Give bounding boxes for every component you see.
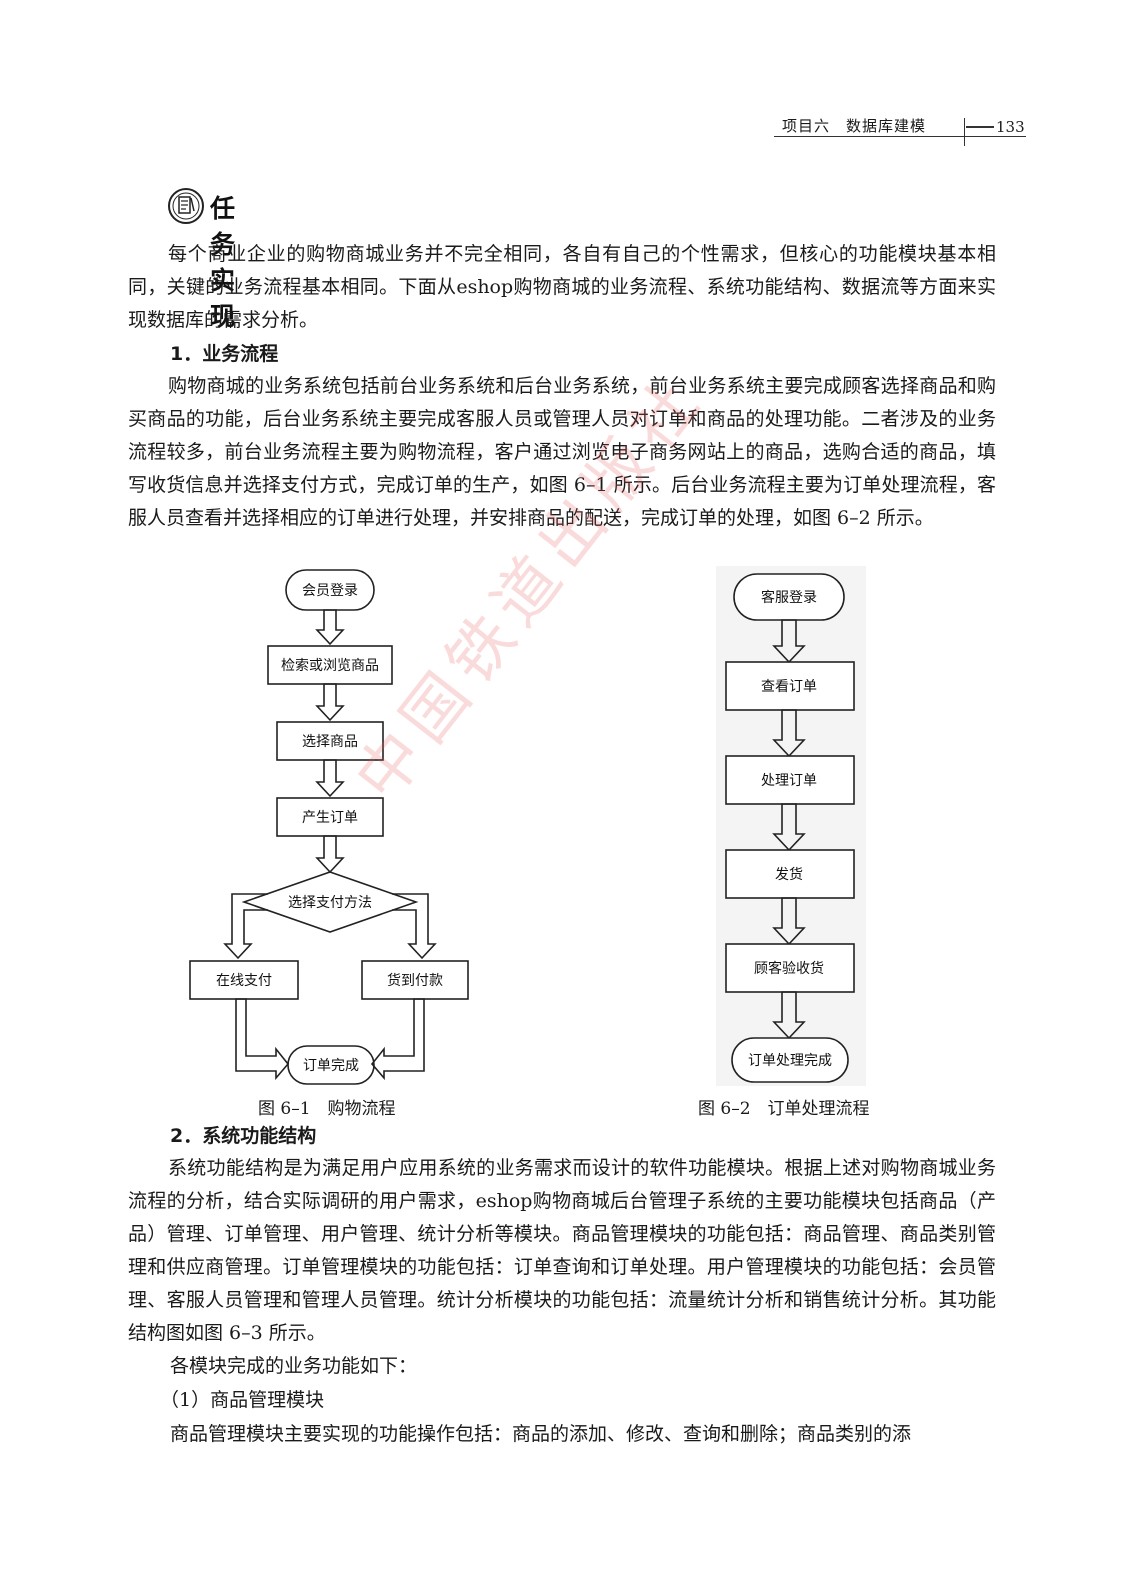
- fig1-online-label: 在线支付: [216, 973, 272, 989]
- section1-title: 1．业务流程: [170, 343, 279, 365]
- fig2-end-node: [731, 1037, 849, 1083]
- header-title: 项目六 数据库建模: [782, 117, 927, 135]
- fig1-cod-label: 货到付款: [387, 972, 443, 989]
- fig1-arrow-left: [223, 893, 268, 960]
- figure-order-flow: 客服登录 查看订单 处理订单 发货 顾客验收货 订单处理完成: [716, 566, 866, 1086]
- fig1-arrow-4: [315, 835, 345, 874]
- fig2-arrow-5: [772, 991, 806, 1040]
- fig2-inspect-label: 顾客验收货: [754, 960, 824, 977]
- fig1-end-node: [287, 1045, 375, 1085]
- fig1-select-label: 选择商品: [302, 734, 358, 750]
- fig1-arrow-3: [315, 759, 345, 798]
- figure-shopping-flow: 会员登录 检索或浏览商品 选择商品 产生订单 选择支付方法 在线支付 货到付款 …: [189, 569, 469, 1085]
- fig2-arrow-1: [772, 619, 806, 664]
- section2-body: 系统功能结构是为满足用户应用系统的业务需求而设计的软件功能模块。根据上述对购物商…: [128, 1157, 996, 1344]
- fig2-ship-label: 发货: [775, 866, 803, 883]
- item1-body: 商品管理模块主要实现的功能操作包括：商品的添加、修改、查询和删除；商品类别的添: [170, 1423, 912, 1445]
- fig1-arrow-right: [392, 893, 437, 960]
- header-tick: [964, 118, 965, 146]
- fig2-process-label: 处理订单: [761, 773, 817, 789]
- modules-intro: 各模块完成的业务功能如下：: [170, 1355, 418, 1377]
- fig1-browse-label: 检索或浏览商品: [281, 657, 379, 674]
- task-icon: [168, 188, 204, 224]
- fig2-process-node: [725, 755, 855, 805]
- header-bar: [966, 126, 994, 128]
- fig2-view-label: 查看订单: [761, 679, 817, 695]
- fig1-decision-node: [241, 871, 419, 933]
- intro-paragraph: 每个商业企业的购物商城业务并不完全相同，各自有自己的个性需求，但核心的功能模块基…: [128, 243, 996, 331]
- fig1-end-label: 订单完成: [303, 1058, 359, 1074]
- fig1-decision-label: 选择支付方法: [288, 895, 372, 911]
- header-rule: [774, 136, 1026, 137]
- item1-title: （1）商品管理模块: [160, 1389, 325, 1411]
- fig2-end-label: 订单处理完成: [748, 1053, 832, 1069]
- fig1-start-label: 会员登录: [302, 583, 358, 599]
- running-header: 项目六 数据库建模: [776, 114, 1026, 144]
- figure1-caption: 图 6–1 购物流程: [258, 1099, 396, 1119]
- fig1-arrow-merge-left: [235, 998, 290, 1081]
- task-heading-text: 任务实现: [210, 194, 237, 331]
- fig1-arrow-2: [315, 683, 345, 722]
- page-number: 133: [996, 118, 1025, 136]
- fig2-arrow-4: [772, 897, 806, 946]
- section1-body: 购物商城的业务系统包括前台业务系统和后台业务系统，前台业务系统主要完成顾客选择商…: [128, 375, 996, 529]
- fig2-arrow-2: [772, 709, 806, 758]
- section2-title: 2．系统功能结构: [170, 1125, 317, 1147]
- fig1-arrow-1: [315, 609, 345, 646]
- fig1-order-label: 产生订单: [302, 810, 358, 826]
- fig2-start-label: 客服登录: [761, 589, 817, 606]
- fig2-ship-node: [725, 849, 855, 899]
- figure2-caption: 图 6–2 订单处理流程: [698, 1099, 870, 1119]
- fig1-arrow-merge-right: [370, 998, 425, 1081]
- fig2-arrow-3: [772, 803, 806, 852]
